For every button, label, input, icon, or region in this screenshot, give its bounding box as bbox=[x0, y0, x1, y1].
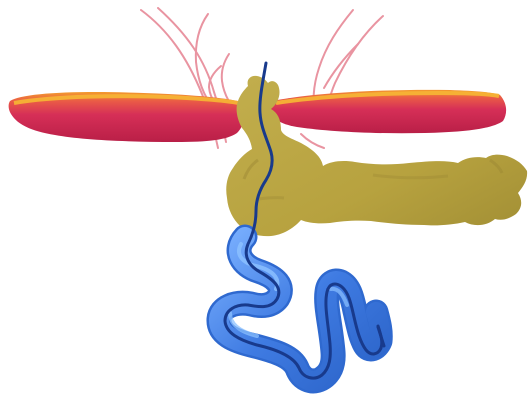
blue-tube bbox=[219, 237, 380, 381]
right-wing bbox=[269, 90, 506, 133]
left-wing bbox=[9, 92, 246, 142]
